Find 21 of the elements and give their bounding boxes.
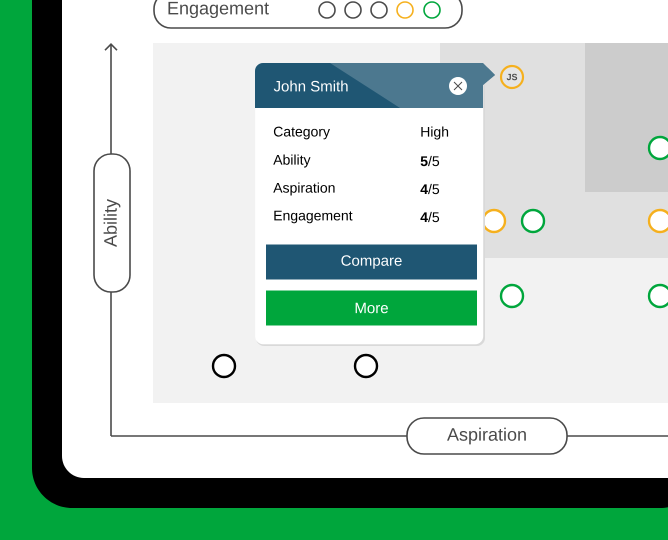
field-value: 4/5 xyxy=(420,212,440,222)
data-point xyxy=(500,284,524,308)
axis-pill: Aspiration xyxy=(406,417,568,455)
field-label: Category xyxy=(274,126,330,140)
data-point xyxy=(212,354,236,378)
data-point xyxy=(648,208,668,234)
field-label: Aspiration xyxy=(273,182,335,196)
card-header: John Smith xyxy=(255,63,495,108)
field-label: Engagement xyxy=(274,210,352,224)
field-value: High xyxy=(421,126,448,140)
data-point xyxy=(354,354,378,378)
button: More xyxy=(266,290,477,326)
legend-pill: Engagement xyxy=(153,0,463,29)
axis-pill: Ability xyxy=(93,153,131,293)
data-point xyxy=(648,284,668,308)
button: Compare xyxy=(266,244,477,280)
data-point xyxy=(520,208,546,234)
data-point xyxy=(648,136,668,160)
field-value: 5/5 xyxy=(420,156,440,166)
field-value: 4/5 xyxy=(420,184,440,194)
field-label: Ability xyxy=(273,154,311,168)
